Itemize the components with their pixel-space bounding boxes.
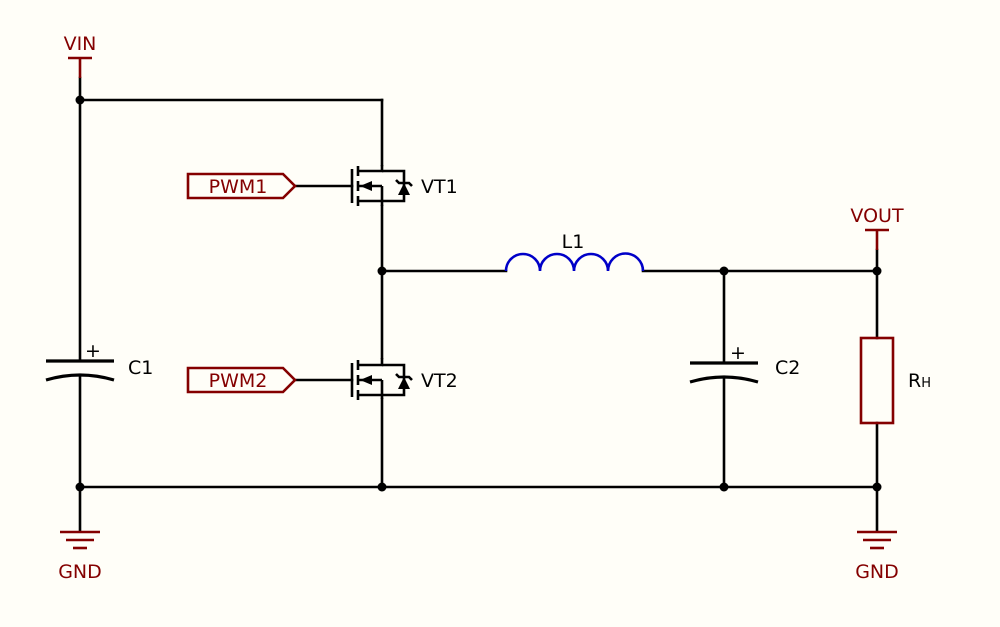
junction-gnd-vt2 <box>377 482 387 492</box>
junction-c2-top <box>719 266 729 276</box>
vt2-label: VT2 <box>421 370 458 392</box>
capacitor-c2: + C2 <box>689 342 800 384</box>
junction-switch-node <box>377 266 387 276</box>
junction-gnd-c2 <box>719 482 729 492</box>
pwm1-label: PWM1 <box>209 176 268 198</box>
resistor-rh: RH <box>859 336 931 425</box>
junctions <box>75 95 882 492</box>
rh-label-sub: H <box>921 376 931 391</box>
vin-label: VIN <box>64 33 97 55</box>
pwm2-label: PWM2 <box>209 370 268 392</box>
gnd-symbol-left: GND <box>58 530 102 583</box>
junction-gnd-left <box>75 482 85 492</box>
inductor-l1: L1 <box>504 231 645 272</box>
c2-label: C2 <box>775 357 800 379</box>
capacitor-c1: + C1 <box>45 340 153 382</box>
junction-vin <box>75 95 85 105</box>
vout-symbol: VOUT <box>850 205 904 250</box>
pwm1-port: PWM1 <box>186 172 297 200</box>
pwm2-port: PWM2 <box>186 366 297 394</box>
mosfet-vt2: VT2 <box>350 358 458 400</box>
vout-label: VOUT <box>850 205 904 227</box>
wires <box>78 76 879 532</box>
c2-plus: + <box>730 342 746 364</box>
vt1-label: VT1 <box>421 176 458 198</box>
gnd-left-label: GND <box>58 561 102 583</box>
gnd-symbol-right: GND <box>855 530 899 583</box>
rh-label: RH <box>908 370 931 392</box>
c1-label: C1 <box>128 357 153 379</box>
mosfet-vt1: VT1 <box>350 165 458 206</box>
junction-gnd-right <box>872 482 882 492</box>
l1-label: L1 <box>562 231 585 253</box>
c1-plus: + <box>85 340 101 362</box>
rh-label-main: R <box>908 370 921 392</box>
gnd-right-label: GND <box>855 561 899 583</box>
vin-symbol: VIN <box>64 33 97 78</box>
junction-vout <box>872 266 882 276</box>
